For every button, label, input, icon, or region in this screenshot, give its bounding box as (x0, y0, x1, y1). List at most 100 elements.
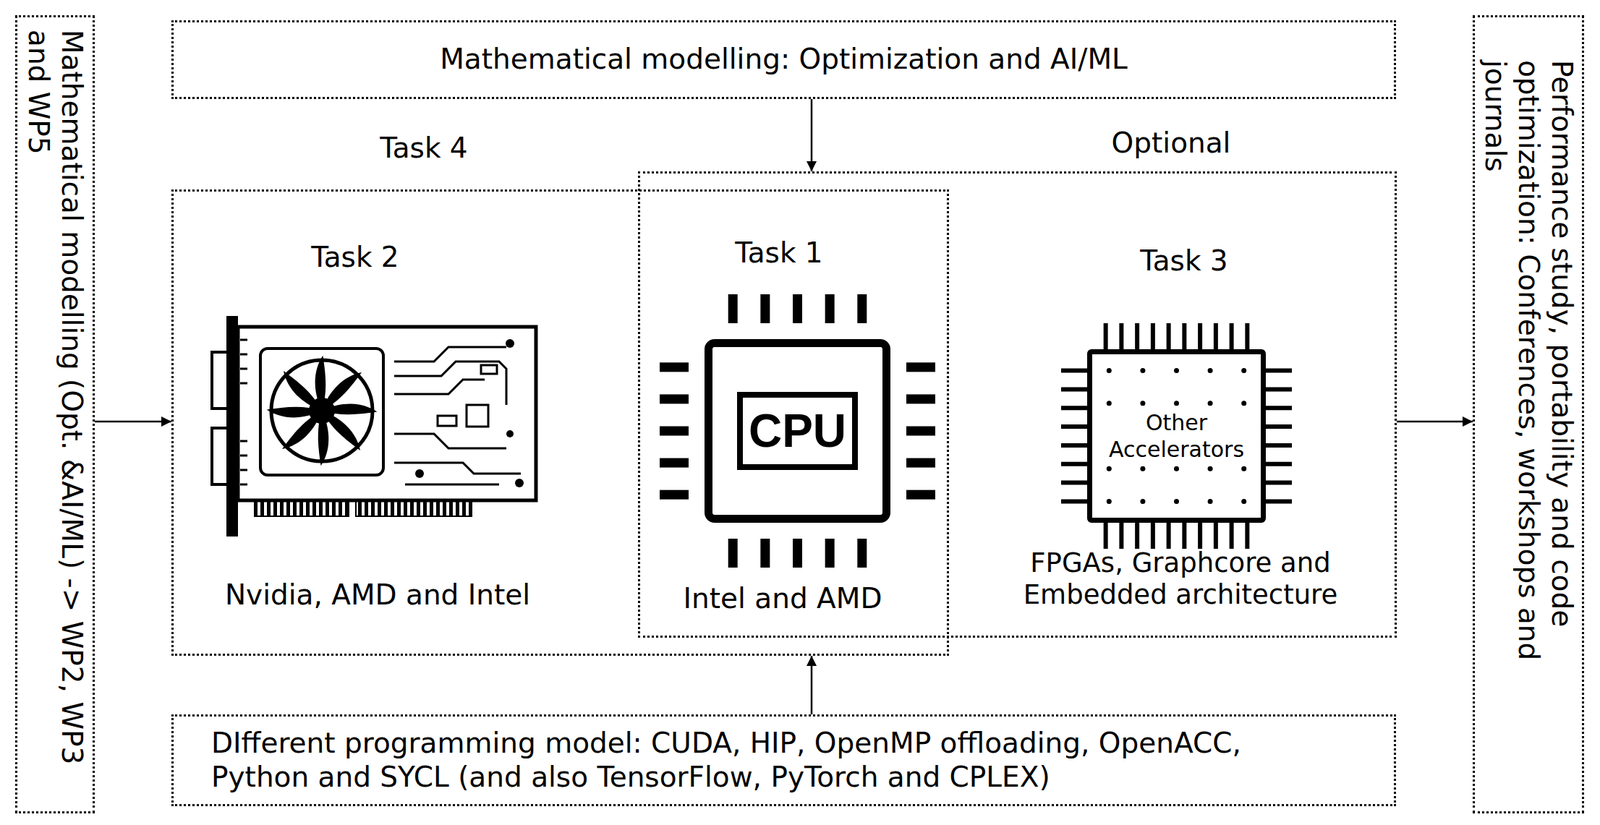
arrow-connector (810, 99, 814, 172)
grid-dot (1241, 499, 1247, 505)
pin (1265, 424, 1292, 429)
arrow-connector (1396, 420, 1473, 424)
grid-dot (1241, 400, 1247, 406)
pin (760, 538, 770, 568)
pin (1229, 323, 1234, 350)
pin (1061, 386, 1088, 392)
grid-dot (1173, 466, 1180, 472)
grid-dot (1241, 466, 1247, 472)
vendor-label: Intel and AMD (683, 582, 883, 616)
pin (659, 490, 689, 500)
cpu-chip: CPU (704, 339, 891, 523)
pin (1265, 462, 1292, 467)
pin (1150, 522, 1156, 550)
pin (906, 458, 936, 468)
input-box: Mathematical modelling (Opt. &AI/ML) -> … (15, 15, 95, 814)
pin (1197, 522, 1203, 550)
board-edge-pins (240, 339, 248, 485)
pin (1265, 443, 1292, 448)
task-label: Task 3 (1139, 244, 1228, 278)
pin (1265, 481, 1292, 486)
pin (659, 394, 689, 404)
pin (1061, 499, 1088, 504)
grid-dot (1207, 466, 1214, 472)
arrow-connector (810, 656, 814, 715)
pin (1061, 481, 1088, 486)
pin (1103, 522, 1109, 550)
pin (1166, 323, 1172, 350)
grid-dot (1139, 368, 1146, 374)
pin (1150, 323, 1156, 350)
pin (906, 362, 936, 372)
grid-dot (1207, 499, 1214, 505)
pin (659, 426, 689, 437)
pin (1118, 522, 1124, 550)
pin (1181, 323, 1187, 350)
pin (825, 294, 835, 324)
pin (1134, 323, 1140, 350)
bracket-tab (211, 428, 228, 485)
pin (906, 394, 936, 404)
pin (1118, 323, 1124, 350)
box-text: DIfferent programming model: CUDA, HIP, … (211, 726, 1340, 794)
grid-dot (1106, 400, 1112, 406)
pin (659, 362, 689, 372)
programming-model-box: DIfferent programming model: CUDA, HIP, … (171, 714, 1397, 807)
bracket-tab (211, 352, 228, 409)
pin (857, 294, 867, 324)
pin (1061, 443, 1088, 448)
gpu-board (237, 326, 536, 501)
box-text: Other Accelerators (1105, 407, 1249, 466)
pin (1213, 522, 1219, 550)
pin (857, 538, 867, 568)
pin (906, 426, 936, 437)
box-text: Mathematical modelling (Opt. &AI/ML) -> … (21, 29, 89, 800)
pin (906, 490, 936, 500)
pin (1265, 405, 1292, 411)
box-text: Mathematical modelling: Optimization and… (439, 42, 1128, 76)
pin (659, 458, 689, 468)
pin (792, 294, 803, 324)
group-heading: Optional (1108, 126, 1234, 160)
pin (1134, 522, 1140, 550)
pin (1103, 323, 1109, 350)
pin (1061, 368, 1088, 374)
pin (1265, 386, 1292, 392)
grid-dot (1139, 499, 1146, 505)
grid-dot (1106, 466, 1112, 472)
fan-blades (266, 355, 378, 467)
pin (825, 538, 835, 568)
fan-hub (308, 397, 335, 424)
grid-dot (1173, 499, 1180, 505)
vendor-label: Nvidia, AMD and Intel (224, 578, 531, 612)
vendor-label: FPGAs, Graphcore and Embedded architectu… (963, 547, 1398, 611)
pin (1166, 522, 1172, 550)
pin (760, 294, 770, 324)
chip-label: CPU (737, 392, 858, 471)
board-components (415, 339, 524, 488)
task-label: Task 2 (311, 240, 399, 275)
grid-dot (1139, 400, 1146, 406)
pin (1213, 323, 1219, 350)
edge-connector (355, 500, 472, 517)
edge-connector (254, 500, 349, 517)
pin (1181, 522, 1187, 550)
circuit-traces (394, 347, 521, 485)
arrow-connector (94, 420, 172, 424)
pin (728, 294, 738, 324)
grid-dot (1241, 368, 1247, 374)
pin (1229, 522, 1234, 550)
grid-dot (1139, 466, 1146, 472)
box-text: Performance study, portability and code … (1478, 60, 1579, 769)
pin (1244, 522, 1250, 550)
grid-dot (1173, 400, 1180, 406)
group-heading: Task 4 (376, 131, 471, 165)
modelling-box: Mathematical modelling: Optimization and… (171, 20, 1397, 100)
accelerator-chip: Other Accelerators (1087, 349, 1266, 523)
grid-dot (1207, 400, 1214, 406)
pin (1061, 405, 1088, 411)
pin (1244, 323, 1250, 350)
grid-dot (1106, 499, 1112, 505)
pin (1061, 462, 1088, 467)
